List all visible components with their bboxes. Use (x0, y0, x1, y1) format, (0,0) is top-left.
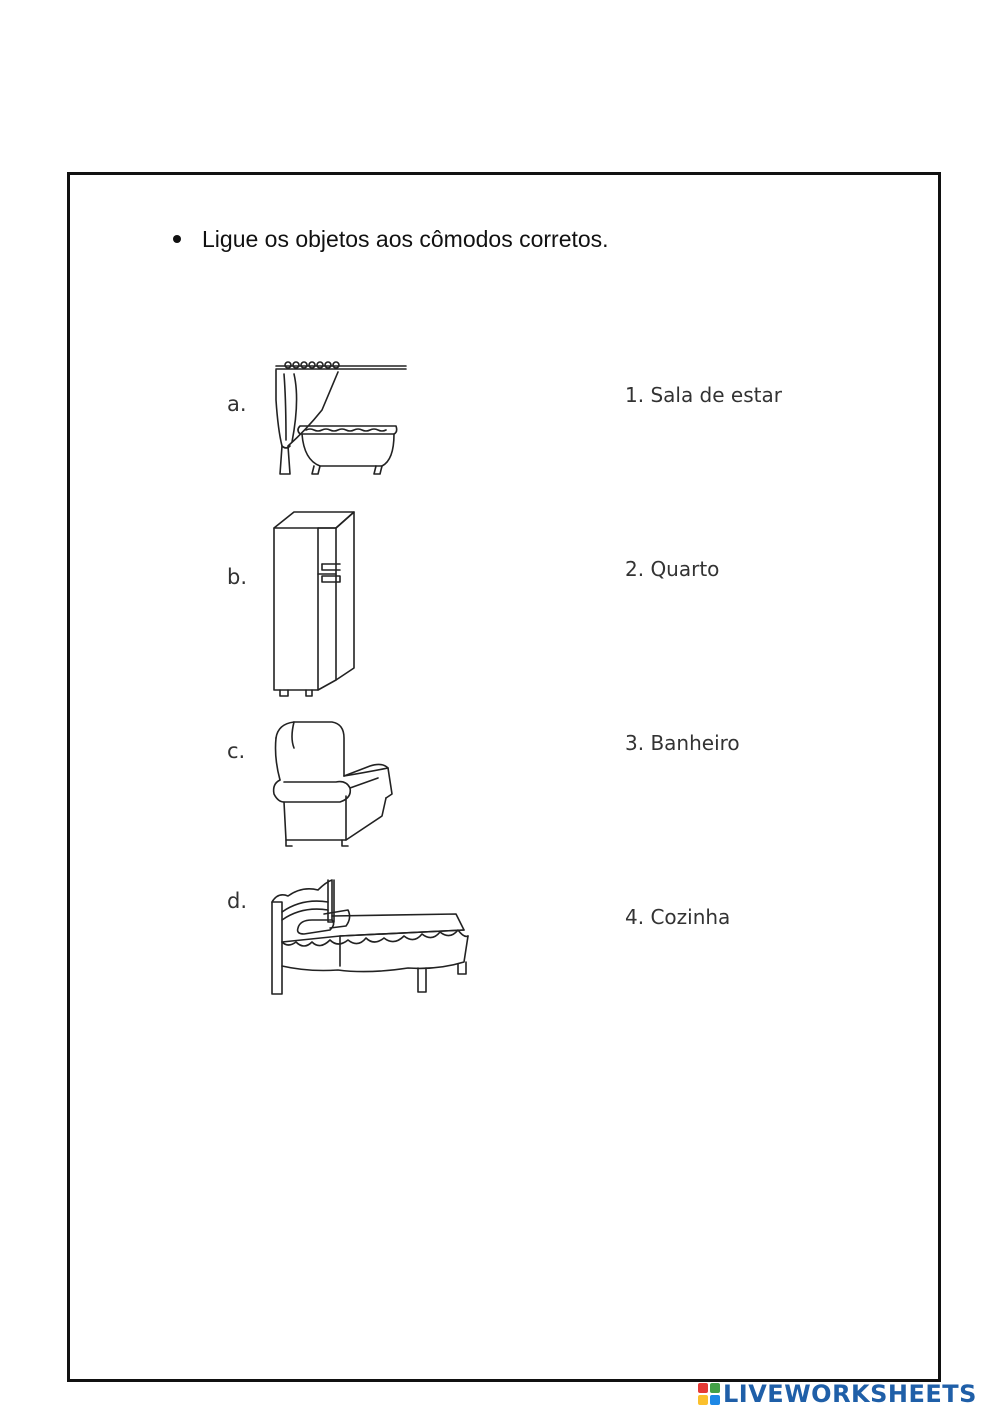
logo-square-icon (710, 1395, 720, 1405)
room-option-3: 3. Banheiro (625, 731, 740, 755)
room-option-4: 4. Cozinha (625, 905, 731, 929)
bathtub-icon (275, 361, 407, 475)
instruction-text: Ligue os objetos aos cômodos corretos. (202, 226, 609, 252)
object-letter-a: a. (227, 392, 247, 416)
logo-mark-icon (698, 1383, 720, 1405)
liveworksheets-logo: LIVEWORKSHEETS (698, 1380, 977, 1408)
room-option-2: 2. Quarto (625, 557, 720, 581)
logo-square-icon (698, 1395, 708, 1405)
refrigerator-icon (273, 511, 355, 697)
instruction-line: Ligue os objetos aos cômodos corretos. (173, 226, 609, 253)
logo-square-icon (710, 1383, 720, 1393)
object-letter-c: c. (227, 739, 246, 763)
room-option-1: 1. Sala de estar (625, 383, 782, 407)
logo-square-icon (698, 1383, 708, 1393)
armchair-icon (272, 721, 393, 847)
worksheet-frame (67, 172, 941, 1382)
object-letter-d: d. (227, 889, 248, 913)
bullet-icon (173, 234, 181, 243)
object-letter-b: b. (227, 565, 248, 589)
bed-icon (271, 879, 469, 995)
logo-text: LIVEWORKSHEETS (723, 1380, 977, 1408)
